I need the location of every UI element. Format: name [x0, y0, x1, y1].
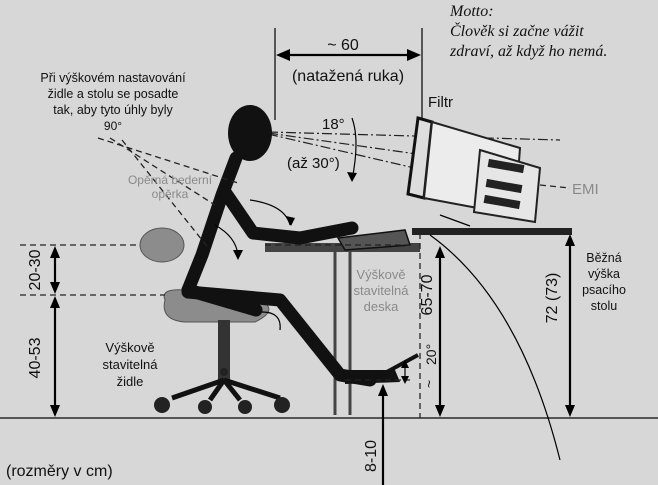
backrest-height-dimension: 20-30 — [27, 246, 60, 294]
angle-30-label: (až 30°) — [287, 155, 340, 172]
reach-label: (natažená ruka) — [292, 68, 404, 85]
desk-label-2: stavitelná — [354, 283, 410, 298]
standard-desk-label-3: psacího — [582, 283, 626, 297]
desk-label-3: deska — [364, 299, 399, 314]
monitor: Filtr EMI — [406, 94, 599, 227]
desk-dim-label: 65-70 — [419, 274, 436, 315]
desk-height-dimension: 65-70 — [419, 246, 445, 417]
standard-desk-dimension: 72 (73) — [544, 234, 575, 417]
footrest-angle: 20° ~ — [371, 344, 439, 388]
standard-desk-label-1: Běžná — [586, 251, 621, 265]
chair-label-2: stavitelná — [103, 357, 159, 372]
standard-desk-dim-label: 72 (73) — [544, 273, 561, 324]
guide-line-3 — [121, 139, 211, 251]
angle-18-label: 18° — [322, 116, 345, 133]
motto-line-1: Člověk si začne vážit — [450, 21, 584, 40]
angle-20-tilde: ~ — [421, 380, 437, 388]
seat-dim-label: 40-53 — [27, 337, 44, 378]
guide-line-2 — [109, 137, 216, 206]
motto-title: Motto: — [449, 3, 494, 20]
reach-value: ~ 60 — [327, 37, 359, 54]
footrest-dim-label: 8-10 — [363, 440, 380, 472]
instruction-line-4: 90° — [104, 119, 122, 133]
instruction-line-2: židle a stolu se posadte — [48, 87, 179, 101]
footrest-height-dimension: 8-10 — [363, 384, 388, 485]
desk-label-1: Výškově — [356, 267, 405, 282]
chair-label-1: Výškově — [105, 340, 154, 355]
instruction-line-3: tak, aby tyto úhly byly — [53, 103, 173, 117]
chair-label-3: židle — [117, 374, 144, 389]
reach-dimension: ~ 60 (natažená ruka) — [274, 28, 423, 120]
angle-20-label: 20° — [423, 344, 439, 365]
backrest-dim-label: 20-30 — [27, 249, 44, 290]
lumbar-label-2: opěrka — [152, 187, 189, 201]
instruction-text: Při výškovém nastavování židle a stolu s… — [40, 71, 186, 133]
units-note: (rozměry v cm) — [6, 463, 113, 480]
seat-height-dimension: 40-53 — [27, 296, 60, 417]
standard-desk-label-4: stolu — [591, 299, 617, 313]
person-figure — [181, 105, 400, 387]
view-angle-arc — [351, 117, 357, 181]
sight-line-30 — [267, 133, 536, 197]
motto-line-2: zdraví, až když ho nemá. — [449, 43, 607, 60]
emi-label: EMI — [572, 181, 599, 198]
filter-label: Filtr — [428, 94, 453, 111]
instruction-line-1: Při výškovém nastavování — [40, 71, 186, 85]
sight-line-horizontal — [267, 131, 561, 141]
lumbar-label-1: Opěrná bederní — [128, 173, 213, 187]
chair — [139, 227, 290, 414]
standard-desk-label-2: výška — [588, 267, 620, 281]
head — [228, 105, 272, 161]
